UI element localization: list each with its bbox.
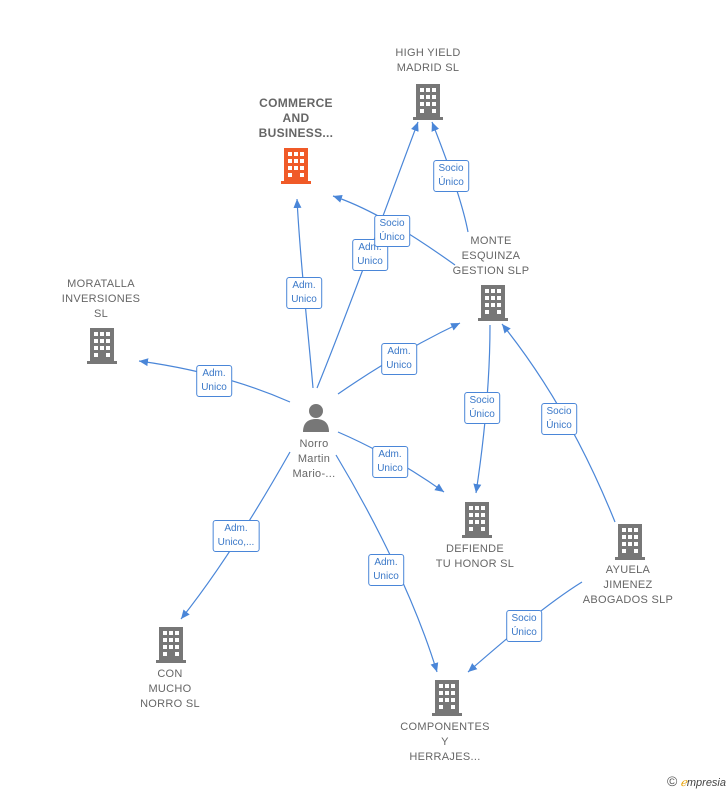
building-icon[interactable] <box>478 285 508 321</box>
building-icon[interactable] <box>87 328 117 364</box>
person-icon[interactable] <box>302 402 330 432</box>
edge-label-monte-commerce[interactable]: Socio Único <box>374 215 410 247</box>
brand-logo-initial: ℯ <box>680 776 687 789</box>
edge-label-norro-monte[interactable]: Adm. Unico <box>381 343 417 375</box>
edge-label-norro-componentes[interactable]: Adm. Unico <box>368 554 404 586</box>
building-icon[interactable] <box>462 502 492 538</box>
node-label: DEFIENDE TU HONOR SL <box>435 543 515 570</box>
building-icon[interactable] <box>432 680 462 716</box>
node-label: HIGH YIELD MADRID SL <box>395 47 461 74</box>
node-label: MONTE ESQUINZA GESTION SLP <box>452 235 530 277</box>
edge-label-norro-moratalla[interactable]: Adm. Unico <box>196 365 232 397</box>
node-label: MORATALLA INVERSIONES SL <box>61 278 141 320</box>
brand-logo-text: mpresia <box>686 777 726 789</box>
edge-label-norro-defiende[interactable]: Adm. Unico <box>372 446 408 478</box>
copyright-symbol: © <box>666 773 678 789</box>
node-label: COMMERCE AND BUSINESS... <box>258 96 334 140</box>
edge-label-monte-defiende[interactable]: Socio Único <box>464 392 500 424</box>
building-icon-highlighted[interactable] <box>281 148 311 184</box>
building-icon[interactable] <box>413 84 443 120</box>
node-label: Norro Martin Mario-... <box>292 438 336 480</box>
edge-label-norro-conmucho[interactable]: Adm. Unico,... <box>212 520 260 552</box>
node-label: CON MUCHO NORRO SL <box>140 668 200 710</box>
edge-label-norro-commerce[interactable]: Adm. Unico <box>286 277 322 309</box>
edge-label-norro-highyield[interactable]: Adm. Unico <box>352 239 388 271</box>
building-icon[interactable] <box>615 524 645 560</box>
edge-label-ayuela-monte[interactable]: Socio Único <box>541 403 577 435</box>
node-label: COMPONENTES Y HERRAJES... <box>400 721 490 763</box>
building-icon[interactable] <box>156 627 186 663</box>
copyright: © ℯmpresia <box>667 773 726 789</box>
edge-label-ayuela-componentes[interactable]: Socio Único <box>506 610 542 642</box>
edge-label-monte-highyield[interactable]: Socio Único <box>433 160 469 192</box>
node-label: AYUELA JIMENEZ ABOGADOS SLP <box>582 564 674 606</box>
